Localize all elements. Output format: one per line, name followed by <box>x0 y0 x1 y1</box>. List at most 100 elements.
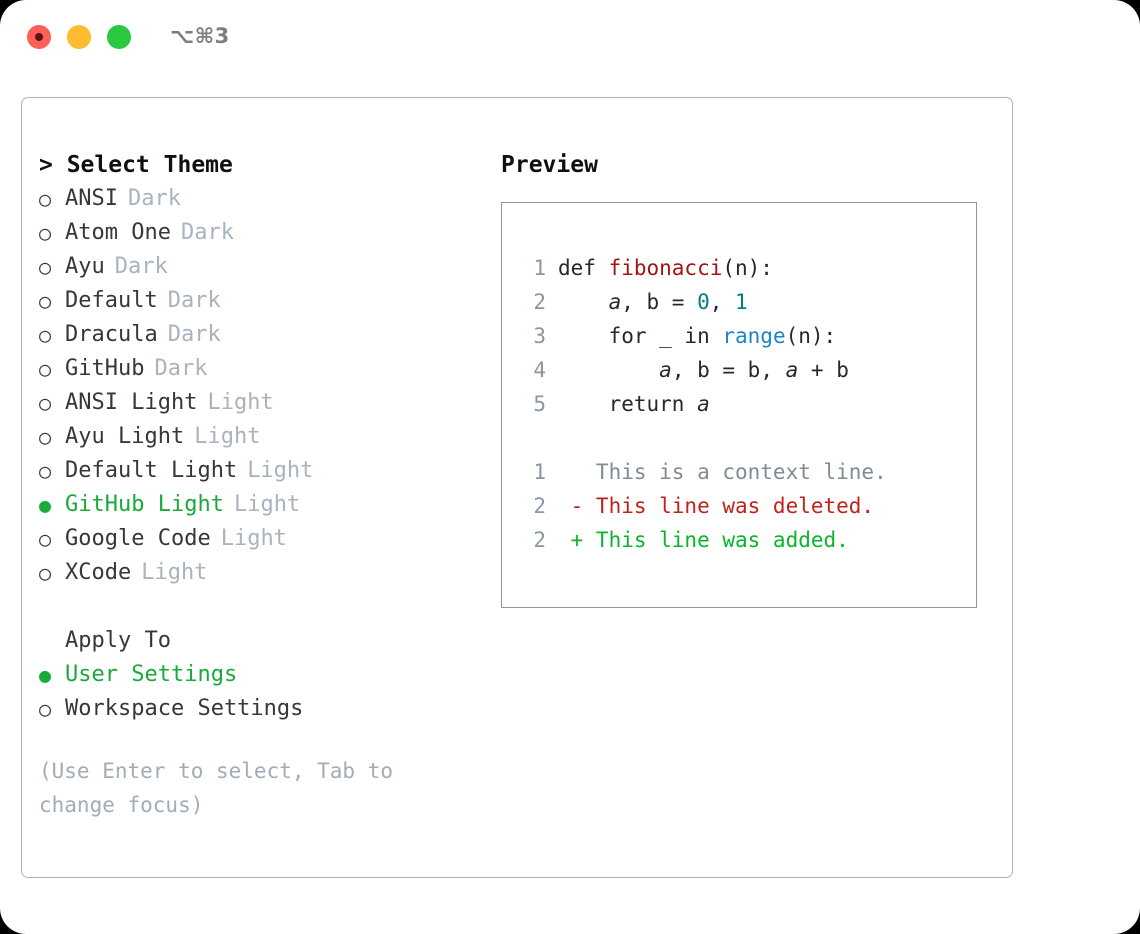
theme-name-label: GitHub Light <box>65 492 224 517</box>
apply-to-heading: ○ Apply To <box>39 624 479 658</box>
line-number: 2 <box>533 528 546 552</box>
code-text: def fibonacci(n): <box>558 251 773 285</box>
radio-unselected-icon[interactable]: ○ <box>39 255 52 279</box>
theme-list-item[interactable]: ○ Ayu Light Light <box>39 420 479 454</box>
radio-unselected-icon[interactable]: ○ <box>39 221 52 245</box>
theme-list-item[interactable]: ○ ANSI Dark <box>39 182 479 216</box>
theme-variant-tag: Light <box>220 526 287 551</box>
radio-unselected-icon[interactable]: ○ <box>39 697 52 721</box>
keyboard-hint-text: (Use Enter to select, Tab to change focu… <box>39 759 394 817</box>
diff-line: 2 - This line was deleted. <box>520 489 968 523</box>
code-line: 4 a, b = b, a + b <box>520 353 968 387</box>
theme-name-label: Ayu Light <box>65 424 185 449</box>
theme-name-label: ANSI <box>65 186 118 211</box>
diff-text-del: - This line was deleted. <box>558 494 875 518</box>
radio-selected-icon[interactable]: ● <box>39 663 52 687</box>
theme-variant-tag: Light <box>141 560 208 585</box>
theme-variant-tag: Light <box>194 424 261 449</box>
line-number: 5 <box>533 392 546 416</box>
code-text: a, b = b, a + b <box>558 353 849 387</box>
apply-to-item[interactable]: ○Workspace Settings <box>39 692 479 726</box>
code-token-plain: (n): <box>785 324 837 348</box>
theme-list-item[interactable]: ○ Default Dark <box>39 284 479 318</box>
radio-unselected-icon[interactable]: ○ <box>39 289 52 313</box>
code-token-plain: , b = <box>621 290 698 314</box>
line-number: 4 <box>533 358 546 382</box>
theme-name-label: Google Code <box>65 526 211 551</box>
preview-heading: Preview <box>501 152 598 178</box>
code-diff-separator <box>520 421 968 455</box>
theme-variant-tag: Dark <box>114 254 168 279</box>
title-bar: ⌥⌘3 <box>0 0 1140 78</box>
theme-name-label: XCode <box>65 560 132 585</box>
diff-line: 2 + This line was added. <box>520 523 968 557</box>
theme-variant-tag: Light <box>207 390 274 415</box>
radio-unselected-icon[interactable]: ○ <box>39 561 52 585</box>
close-button[interactable] <box>27 25 51 49</box>
radio-unselected-icon[interactable]: ○ <box>39 459 52 483</box>
code-text: for _ in range(n): <box>558 319 837 353</box>
code-token-num: 1 <box>735 290 748 314</box>
code-token-plain: , <box>709 290 736 314</box>
apply-to-marker-placeholder: ○ <box>39 624 65 658</box>
radio-unselected-icon[interactable]: ○ <box>39 187 52 211</box>
code-token-plain: def <box>558 256 609 280</box>
code-line: 3 for _ in range(n): <box>520 319 968 353</box>
code-token-plain: + b <box>798 358 849 382</box>
radio-unselected-icon[interactable]: ○ <box>39 527 52 551</box>
keyboard-shortcut-label: ⌥⌘3 <box>170 24 230 48</box>
select-theme-heading: > Select Theme <box>39 152 233 178</box>
theme-list-item[interactable]: ● GitHub Light Light <box>39 488 479 522</box>
theme-variant-tag: Light <box>247 458 314 483</box>
apply-to-list[interactable]: ●User Settings○Workspace Settings <box>39 658 479 726</box>
theme-name-label: Default <box>65 288 158 313</box>
radio-unselected-icon[interactable]: ○ <box>39 425 52 449</box>
theme-list-item[interactable]: ○ Google Code Light <box>39 522 479 556</box>
apply-to-item[interactable]: ●User Settings <box>39 658 479 692</box>
code-token-plain: for _ in <box>608 324 723 348</box>
theme-name-label: Ayu <box>65 254 105 279</box>
theme-name-label: Dracula <box>65 322 158 347</box>
theme-variant-tag: Dark <box>180 220 234 245</box>
theme-list-item[interactable]: ○ XCode Light <box>39 556 479 590</box>
theme-variant-tag: Light <box>233 492 301 517</box>
minimize-button[interactable] <box>67 25 91 49</box>
zoom-button[interactable] <box>107 25 131 49</box>
radio-unselected-icon[interactable]: ○ <box>39 357 52 381</box>
code-line: 2 a, b = 0, 1 <box>520 285 968 319</box>
code-token-call: range <box>722 324 786 348</box>
code-token-plain: , b = b, <box>671 358 786 382</box>
apply-to-label: Apply To <box>65 628 171 653</box>
radio-unselected-icon[interactable]: ○ <box>39 323 52 347</box>
diff-line: 1 This is a context line. <box>520 455 968 489</box>
theme-name-label: GitHub <box>65 356 145 381</box>
theme-list-item[interactable]: ○ Ayu Dark <box>39 250 479 284</box>
line-number: 1 <box>533 460 546 484</box>
code-token-var: a <box>697 392 710 416</box>
theme-variant-tag: Dark <box>127 186 181 211</box>
code-token-fn: fibonacci <box>608 256 723 280</box>
diff-text-ctx: This is a context line. <box>558 460 887 484</box>
radio-selected-icon[interactable]: ● <box>39 493 52 517</box>
theme-list-item[interactable]: ○ Atom One Dark <box>39 216 479 250</box>
code-token-num: 0 <box>697 290 710 314</box>
theme-variant-tag: Dark <box>167 288 221 313</box>
line-number: 2 <box>533 290 546 314</box>
list-spacer <box>39 590 479 624</box>
line-number: 2 <box>533 494 546 518</box>
radio-unselected-icon[interactable]: ○ <box>39 391 52 415</box>
line-number: 3 <box>533 324 546 348</box>
theme-name-label: Atom One <box>65 220 171 245</box>
code-token-plain: return <box>608 392 698 416</box>
code-text: a, b = 0, 1 <box>558 285 748 319</box>
